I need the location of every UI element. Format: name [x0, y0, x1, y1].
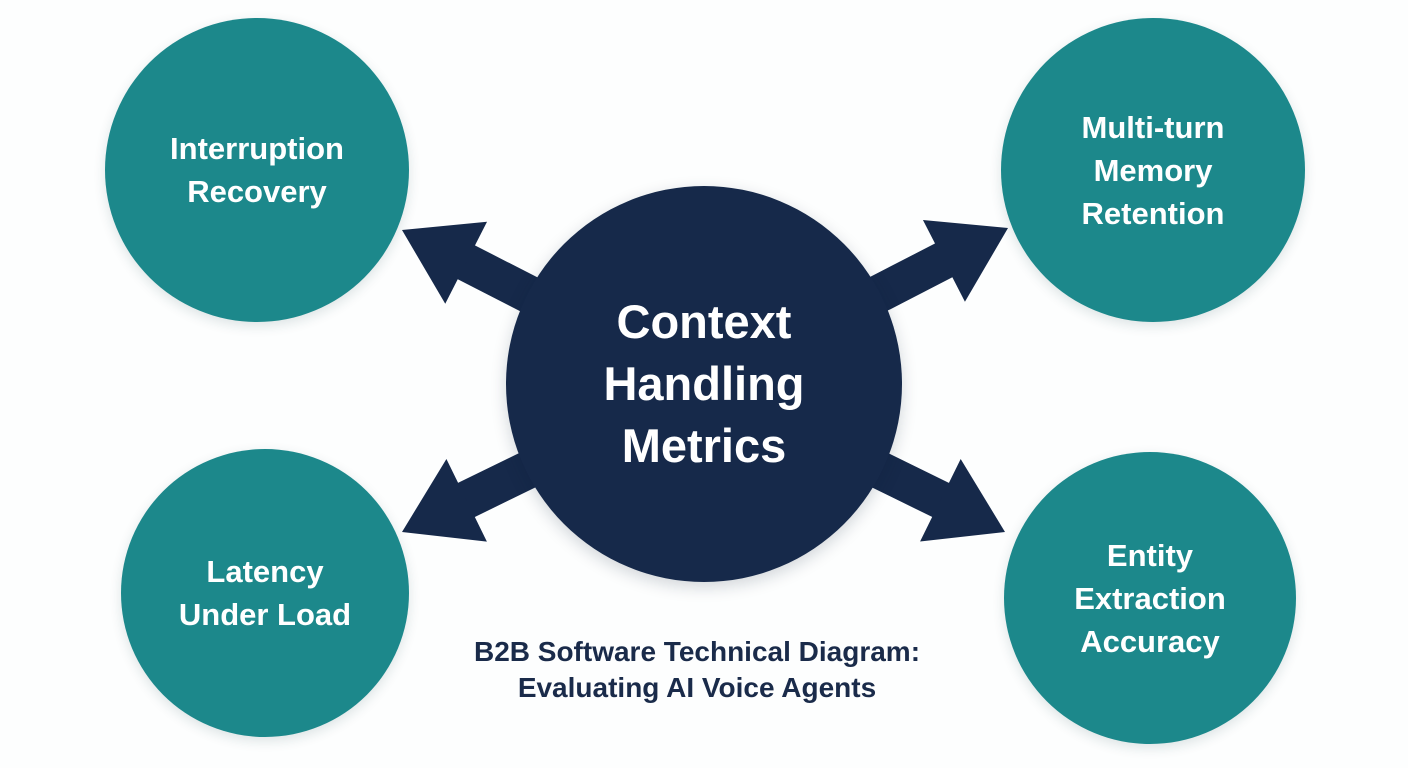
node-label-line: Memory: [1093, 152, 1213, 188]
node-label-line: Extraction: [1074, 580, 1226, 616]
node-label-line: Interruption: [170, 131, 344, 166]
arrowhead-icon: [920, 458, 1005, 542]
node-label: Entity Extraction Accuracy: [1074, 534, 1226, 663]
center-label-line: Metrics: [621, 419, 787, 472]
arrowhead-icon: [922, 219, 1008, 302]
node-label-line: Recovery: [187, 174, 327, 209]
diagram-caption: B2B Software Technical Diagram: Evaluati…: [357, 634, 1037, 706]
arrowhead-icon: [402, 459, 487, 542]
arrowhead-icon: [402, 221, 488, 304]
center-label-line: Context: [616, 295, 792, 348]
node-label: Latency Under Load: [179, 550, 351, 636]
node-label: Interruption Recovery: [170, 127, 344, 213]
node-latency-under-load: Latency Under Load: [121, 449, 409, 737]
node-label-line: Retention: [1081, 195, 1225, 231]
node-label-line: Latency: [206, 554, 324, 589]
node-interruption-recovery: Interruption Recovery: [105, 18, 409, 322]
center-label-line: Handling: [603, 357, 805, 410]
node-label-line: Under Load: [178, 597, 352, 632]
node-label: Multi-turn Memory Retention: [1082, 106, 1225, 235]
caption-line: B2B Software Technical Diagram:: [473, 636, 921, 667]
center-node-context-handling-metrics: Context Handling Metrics: [506, 186, 902, 582]
caption-line: Evaluating AI Voice Agents: [517, 672, 877, 703]
center-node-label: Context Handling Metrics: [603, 291, 804, 477]
node-label-line: Entity: [1106, 537, 1194, 573]
node-entity-extraction-accuracy: Entity Extraction Accuracy: [1004, 452, 1296, 744]
node-label-line: Accuracy: [1080, 623, 1220, 659]
node-label-line: Multi-turn: [1081, 109, 1225, 145]
node-multi-turn-memory-retention: Multi-turn Memory Retention: [1001, 18, 1305, 322]
